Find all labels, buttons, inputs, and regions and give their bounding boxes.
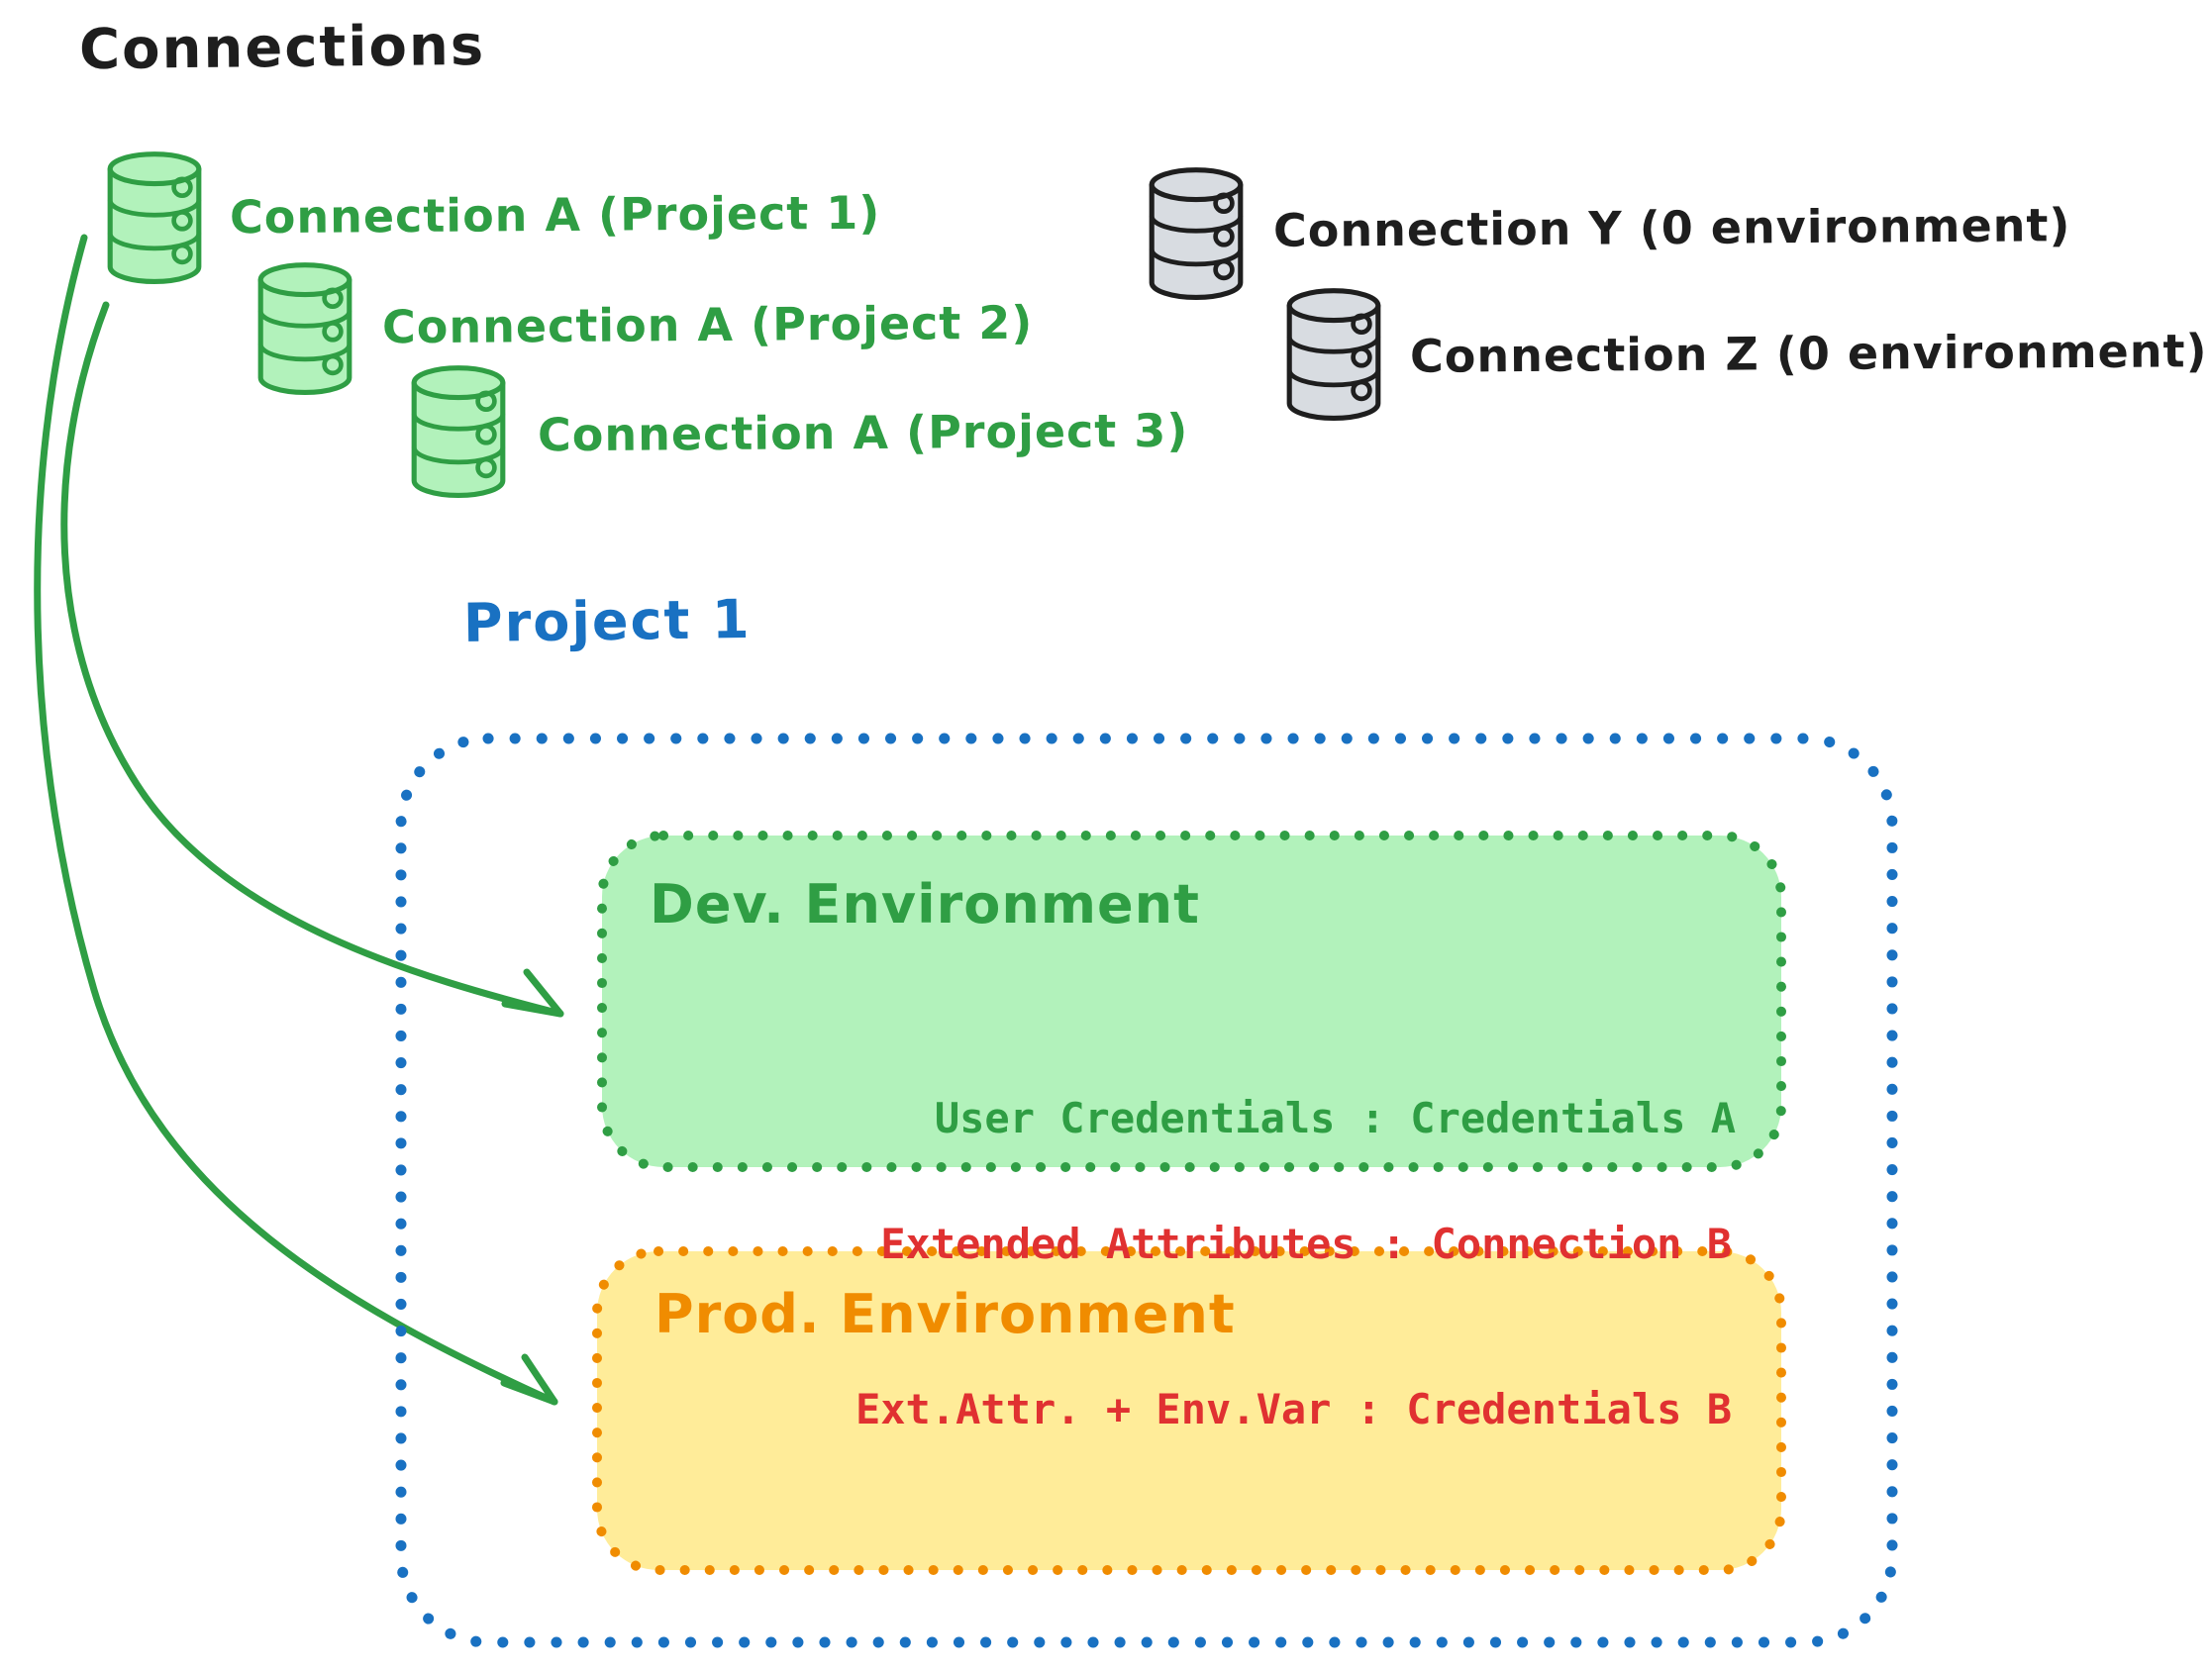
label-connection-y: Connection Y (0 environment) <box>1272 198 2071 257</box>
database-icon-connection-a-project-2 <box>250 259 360 400</box>
dev-environment-credentials-text: User Credentials : Credentials A <box>934 1093 1736 1142</box>
dev-environment-title: Dev. Environment <box>650 873 1200 935</box>
label-connection-z: Connection Z (0 environment) <box>1409 324 2208 383</box>
database-icon-connection-z <box>1278 285 1389 426</box>
project-1-container <box>395 733 1898 1648</box>
database-icon-connection-y <box>1141 164 1252 305</box>
dev-environment-box: Dev. Environment User Credentials : Cred… <box>596 830 1787 1173</box>
prod-environment-title: Prod. Environment <box>654 1283 1236 1345</box>
database-icon-connection-a-project-1 <box>99 148 210 289</box>
project-title: Project 1 <box>462 587 753 655</box>
label-connection-a-project-2: Connection A (Project 2) <box>381 295 1034 354</box>
label-connection-a-project-1: Connection A (Project 1) <box>229 185 881 245</box>
prod-environment-credentials-text: Extended Attributes : Connection B Ext.A… <box>855 1108 1732 1547</box>
prod-credentials-line-1: Extended Attributes : Connection B <box>880 1220 1732 1269</box>
prod-credentials-line-2: Ext.Attr. + Env.Var : Credentials B <box>855 1384 1732 1433</box>
page-title: Connections <box>78 13 486 83</box>
arrow-to-prod-environment-head <box>500 1353 558 1406</box>
prod-environment-box: Prod. Environment Extended Attributes : … <box>591 1220 1787 1576</box>
label-connection-a-project-3: Connection A (Project 3) <box>537 403 1189 462</box>
arrow-to-dev-environment-head <box>501 968 564 1018</box>
database-icon-connection-a-project-3 <box>403 362 514 503</box>
